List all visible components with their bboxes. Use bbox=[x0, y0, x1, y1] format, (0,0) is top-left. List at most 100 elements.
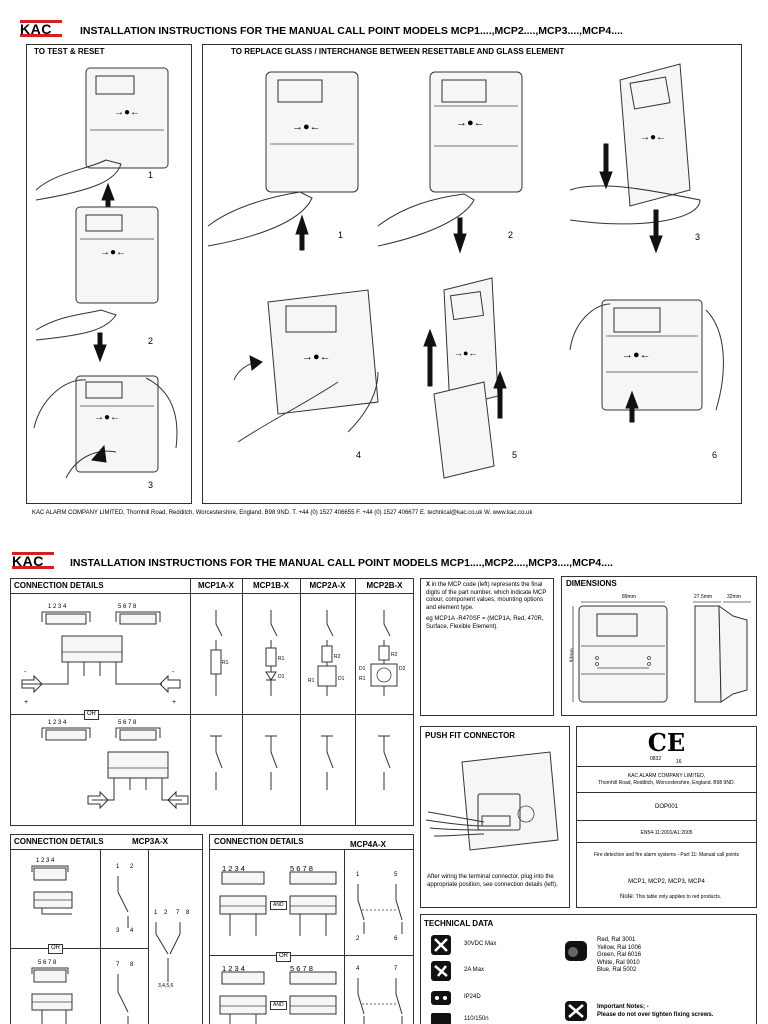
test-step-1-number: 1 bbox=[148, 170, 154, 180]
ce-body-number: 0832 bbox=[650, 756, 662, 762]
svg-text:R1: R1 bbox=[308, 678, 315, 684]
terminals-right-1: 5 6 7 8 bbox=[118, 604, 137, 610]
mcp3-connection-panel bbox=[10, 834, 203, 1024]
terminals-left-2: 1 2 3 4 bbox=[48, 720, 67, 726]
ce-panel bbox=[576, 726, 757, 908]
mcp3-heading: CONNECTION DETAILS bbox=[14, 837, 104, 846]
mcp3-wiring-2 bbox=[31, 967, 73, 1024]
mcp3-col-divider-1 bbox=[100, 850, 101, 1024]
mcp3-pin-2: 2 bbox=[130, 864, 134, 870]
test-step-2-illustration: →●← bbox=[35, 206, 159, 363]
mcp4-pin-b2: 7 bbox=[394, 966, 398, 972]
mcp3-terminals-left: 1 2 3 4 bbox=[36, 858, 55, 864]
page-title: INSTALLATION INSTRUCTIONS FOR THE MANUAL… bbox=[80, 25, 623, 37]
col-mcp2b: MCP2B-X bbox=[366, 581, 403, 590]
svg-text:D1: D1 bbox=[359, 666, 366, 672]
mcp1a-switch bbox=[210, 735, 223, 790]
mcp4-wiring-2 bbox=[219, 971, 337, 1024]
ce-divider-2 bbox=[576, 792, 757, 793]
mcp2a-circuit: R2 R1 D1 bbox=[308, 610, 345, 696]
mcp3-switch-2 bbox=[117, 974, 129, 1024]
dim-width: 89mm bbox=[622, 594, 636, 600]
replace-step-5-number: 5 bbox=[512, 450, 518, 460]
svg-text:D1: D1 bbox=[338, 676, 345, 682]
mcp4-pin-a4: 6 bbox=[394, 936, 398, 942]
mcp4-wiring-1 bbox=[219, 871, 337, 936]
mcp4-connection-panel bbox=[209, 834, 414, 1024]
kac-logo: KAC bbox=[20, 20, 62, 37]
svg-text:→●←: →●← bbox=[454, 348, 477, 358]
col-mcp2a: MCP2A-X bbox=[309, 581, 346, 590]
ce-standard: EN54-11:2001/A1:2005 bbox=[640, 830, 693, 836]
col-mcp1a: MCP1A-X bbox=[197, 581, 234, 590]
svg-text:→●←: →●← bbox=[114, 107, 140, 118]
mcp4-terminals-left-2: 1 2 3 4 bbox=[222, 964, 245, 973]
technical-data-panel bbox=[420, 914, 757, 1024]
mcp3-row-divider bbox=[10, 948, 148, 949]
mcp3-pin-b3: 7 bbox=[176, 910, 180, 916]
company-footer: KAC ALARM COMPANY LIMITED, Thornhill Roa… bbox=[32, 510, 533, 516]
ce-divider-4 bbox=[576, 842, 757, 843]
mcp3-pin-1: 1 bbox=[116, 864, 120, 870]
ce-models: MCP1, MCP2, MCP3, MCP4 bbox=[628, 879, 705, 885]
svg-text:→●←: →●← bbox=[292, 121, 321, 133]
svg-text:R2: R2 bbox=[334, 654, 341, 660]
colour-red: Red, Ral 3001 bbox=[597, 937, 636, 943]
svg-text:→●←: →●← bbox=[640, 132, 666, 143]
x-note-panel bbox=[420, 578, 554, 716]
mcp4-terminals-left-1: 1 2 3 4 bbox=[222, 864, 245, 873]
replace-step-3-number: 3 bbox=[695, 232, 701, 242]
replace-step-3-illustration: →●← bbox=[569, 63, 701, 254]
svg-text:→●←: →●← bbox=[622, 349, 651, 361]
voltage-icon bbox=[431, 935, 451, 955]
mcp2b-circuit: D1 D2 R2 R1 bbox=[359, 610, 406, 696]
tech-size: 110/150n bbox=[464, 1016, 489, 1022]
connection-col-divider-4 bbox=[355, 578, 356, 826]
colour-options-icon bbox=[565, 941, 587, 961]
connection-col-divider-2 bbox=[242, 578, 243, 826]
svg-text:D2: D2 bbox=[399, 666, 406, 672]
mcp3-header-row bbox=[10, 834, 203, 850]
tech-current: 2A Max bbox=[464, 967, 485, 973]
replace-step-4-illustration: →●← bbox=[233, 289, 379, 443]
wiring-diagram-2 bbox=[41, 727, 189, 810]
or-label-1: OR bbox=[84, 710, 99, 720]
connection-row-divider bbox=[10, 714, 414, 715]
mcp4-heading: CONNECTION DETAILS bbox=[214, 837, 304, 846]
mcp4-or: OR bbox=[276, 952, 291, 962]
technical-data-heading: TECHNICAL DATA bbox=[424, 919, 494, 928]
mcp4-terminals-right-1: 5 6 7 8 bbox=[290, 864, 313, 873]
terminals-right-2: 5 6 7 8 bbox=[118, 720, 137, 726]
push-fit-caption: After wiring the terminal connector, plu… bbox=[427, 874, 558, 888]
wrench-screwdriver-icon bbox=[565, 1001, 587, 1021]
mcp3-switch-1 bbox=[117, 876, 129, 928]
col-mcp1b: MCP1B-X bbox=[252, 581, 289, 590]
svg-text:-: - bbox=[172, 669, 175, 676]
ce-note: Note: This table only applies to red pro… bbox=[620, 894, 721, 902]
svg-text:R1: R1 bbox=[278, 656, 285, 662]
replace-step-1-number: 1 bbox=[338, 230, 344, 240]
svg-text:R2: R2 bbox=[391, 652, 398, 658]
push-fit-illustration bbox=[425, 751, 559, 851]
mcp4-dual-switch-2 bbox=[357, 978, 403, 1024]
svg-text:→●←: →●← bbox=[456, 117, 485, 129]
current-icon bbox=[431, 961, 451, 981]
svg-text:→●←: →●← bbox=[100, 247, 126, 258]
colour-yellow: Yellow, Ral 1006 bbox=[597, 944, 642, 951]
colour-blue: Blue, Ral 5002 bbox=[597, 967, 637, 973]
terminals-left-1: 1 2 3 4 bbox=[48, 604, 67, 610]
kac-logo-bottom: KAC bbox=[12, 552, 54, 569]
svg-text:+: + bbox=[172, 699, 176, 706]
push-fit-heading: PUSH FIT CONNECTOR bbox=[425, 731, 516, 740]
mcp4-and-2: AND bbox=[270, 1001, 287, 1010]
svg-text:D1: D1 bbox=[278, 674, 285, 680]
svg-text:+: + bbox=[24, 699, 28, 706]
test-step-1-illustration: →●← bbox=[35, 67, 169, 213]
test-step-2-number: 2 bbox=[148, 336, 154, 346]
size-icon bbox=[431, 1013, 451, 1024]
replace-glass-panel: TO REPLACE GLASS / INTERCHANGE BETWEEN R… bbox=[202, 44, 742, 504]
replace-step-6-illustration: →●← bbox=[569, 299, 724, 423]
dimensions-heading: DIMENSIONS bbox=[566, 579, 617, 588]
svg-text:R1: R1 bbox=[359, 676, 366, 682]
replace-step-2-illustration: →●← bbox=[377, 71, 523, 254]
